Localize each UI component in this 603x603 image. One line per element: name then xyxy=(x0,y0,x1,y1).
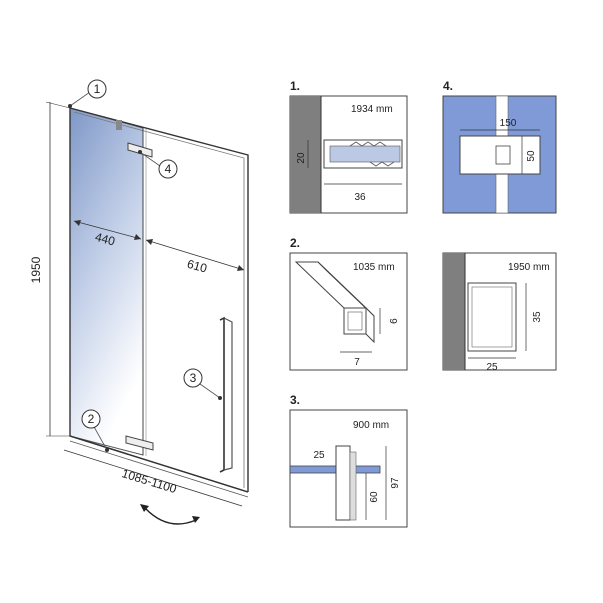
handle-bar xyxy=(219,316,225,473)
detail-3-dim-a: 25 xyxy=(313,450,325,461)
detail-5-dim-a: 35 xyxy=(532,311,543,323)
detail-1-dim-a: 20 xyxy=(296,152,307,164)
fixed-panel-width-label: 440 xyxy=(94,230,117,249)
fixed-glass-panel xyxy=(69,107,144,456)
detail-2-dim-a: 9 xyxy=(387,318,398,324)
detail-4-number: 4. xyxy=(443,79,453,93)
detail-2-length: 1035 mm xyxy=(353,262,395,273)
detail-2: 2. 1035 mm 9 7 xyxy=(289,236,408,371)
detail-3-number: 3. xyxy=(290,393,300,407)
callout-1 xyxy=(87,79,107,99)
detail-5: 1950 mm 35 25 xyxy=(442,252,557,373)
detail-2-dim-b: 7 xyxy=(354,357,360,368)
frame-outline xyxy=(69,107,249,492)
detail-4: 4. 150 50 xyxy=(442,79,557,214)
callout-2 xyxy=(81,409,101,429)
detail-3-dim-b: 60 xyxy=(369,491,380,503)
door-drawing: 1950 1085-1100 440 610 1 4 2 xyxy=(29,79,249,525)
height-label: 1950 xyxy=(29,256,43,283)
svg-text:3: 3 xyxy=(190,371,197,385)
detail-3-length: 900 mm xyxy=(353,420,389,431)
svg-text:2: 2 xyxy=(88,412,95,426)
width-label: 1085-1100 xyxy=(120,466,178,496)
swing-arrow-icon xyxy=(144,507,197,525)
detail-3-dim-c: 97 xyxy=(390,477,401,489)
svg-text:4: 4 xyxy=(165,162,172,176)
detail-3: 3. 900 mm 25 60 97 xyxy=(289,393,408,528)
detail-2-number: 2. xyxy=(290,236,300,250)
detail-1-length: 1934 mm xyxy=(351,104,393,115)
detail-1-number: 1. xyxy=(290,79,300,93)
door-width-label: 610 xyxy=(186,257,209,276)
detail-4-dim-b: 50 xyxy=(526,150,537,162)
callout-4 xyxy=(158,159,178,179)
detail-5-length: 1950 mm xyxy=(508,262,550,273)
detail-4-dim-a: 150 xyxy=(500,118,517,129)
hinge-2 xyxy=(125,435,154,451)
callout-3 xyxy=(183,368,203,388)
detail-1: 1. 1934 mm 20 36 xyxy=(289,79,408,214)
svg-text:1: 1 xyxy=(94,82,101,96)
detail-1-dim-b: 36 xyxy=(354,192,366,203)
detail-5-dim-b: 25 xyxy=(486,362,498,373)
